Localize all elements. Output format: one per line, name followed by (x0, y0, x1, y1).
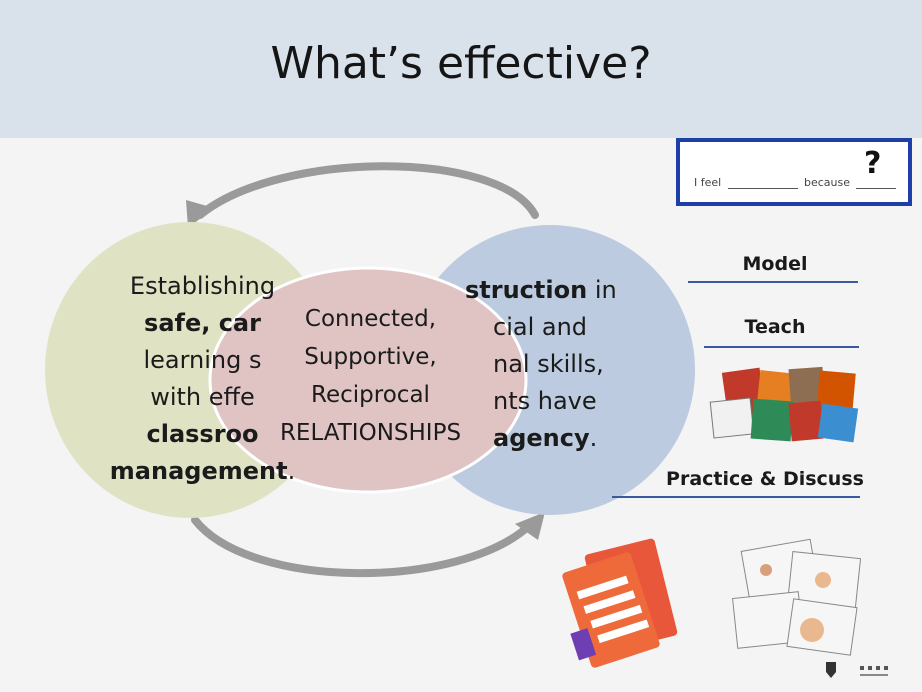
left-line-6-bold: management (109, 457, 288, 485)
question-mark: ? (864, 146, 882, 181)
cycle-arrow-bottom (191, 516, 534, 578)
left-line-2-bold-tail: car (218, 309, 261, 337)
left-line-2: safe, car (95, 305, 310, 342)
model-rule (688, 281, 858, 283)
i-feel-label: I feel (694, 176, 722, 189)
right-line-3: nal skills, (493, 350, 604, 378)
card-deck-illustration (562, 538, 678, 668)
left-line-1: Establishing (129, 272, 276, 300)
center-ellipse (208, 266, 528, 494)
left-line-6: management. (95, 453, 310, 490)
picture-books-illustration (709, 366, 859, 443)
left-line-4: with effe (150, 383, 255, 411)
left-line-6-tail: . (287, 457, 296, 485)
center-ellipse-text: Connected, Supportive, Reciprocal RELATI… (238, 300, 503, 452)
right-line-5-bold: agency (493, 424, 590, 452)
right-line-2: cial and (493, 313, 588, 341)
left-line-3: learning s (143, 346, 262, 374)
i-feel-blank-line (728, 188, 798, 189)
left-circle-text: Establishing safe, car learning s with e… (95, 268, 310, 490)
left-line-5: classroo (146, 420, 259, 448)
cycle-arrow-top (196, 162, 539, 219)
because-label: because (804, 176, 851, 189)
right-circle-text: struction in cial and nal skills, nts ha… (445, 272, 665, 457)
right-line-5-tail: . (589, 424, 598, 452)
teach-label: Teach (744, 316, 806, 338)
center-line-2: Supportive, (304, 344, 437, 370)
emotion-cards-illustration (732, 538, 862, 656)
i-feel-because-card: I feel because ? (676, 138, 912, 206)
left-line-2-bold: safe, (144, 309, 219, 337)
footer-logo (820, 658, 900, 686)
right-line-1-bold: struction (465, 276, 588, 304)
center-line-3: Reciprocal (311, 382, 430, 408)
because-blank-line (856, 188, 896, 189)
model-label: Model (742, 253, 808, 275)
teach-rule (704, 346, 859, 348)
right-line-4: nts have (493, 387, 597, 415)
slide-title: What’s effective? (270, 38, 652, 89)
right-line-5: agency. (445, 420, 665, 457)
logo-icon (826, 662, 888, 678)
practice-rule (612, 496, 860, 498)
center-line-4: RELATIONSHIPS (279, 420, 462, 446)
center-line-1: Connected, (304, 306, 437, 332)
right-line-1-tail: in (587, 276, 617, 304)
title-banner (0, 0, 922, 138)
cycle-arrowhead-top (186, 200, 214, 228)
cycle-arrowhead-bottom (515, 512, 545, 540)
practice-discuss-label: Practice & Discuss (666, 468, 864, 490)
right-line-1: struction in (445, 272, 665, 309)
